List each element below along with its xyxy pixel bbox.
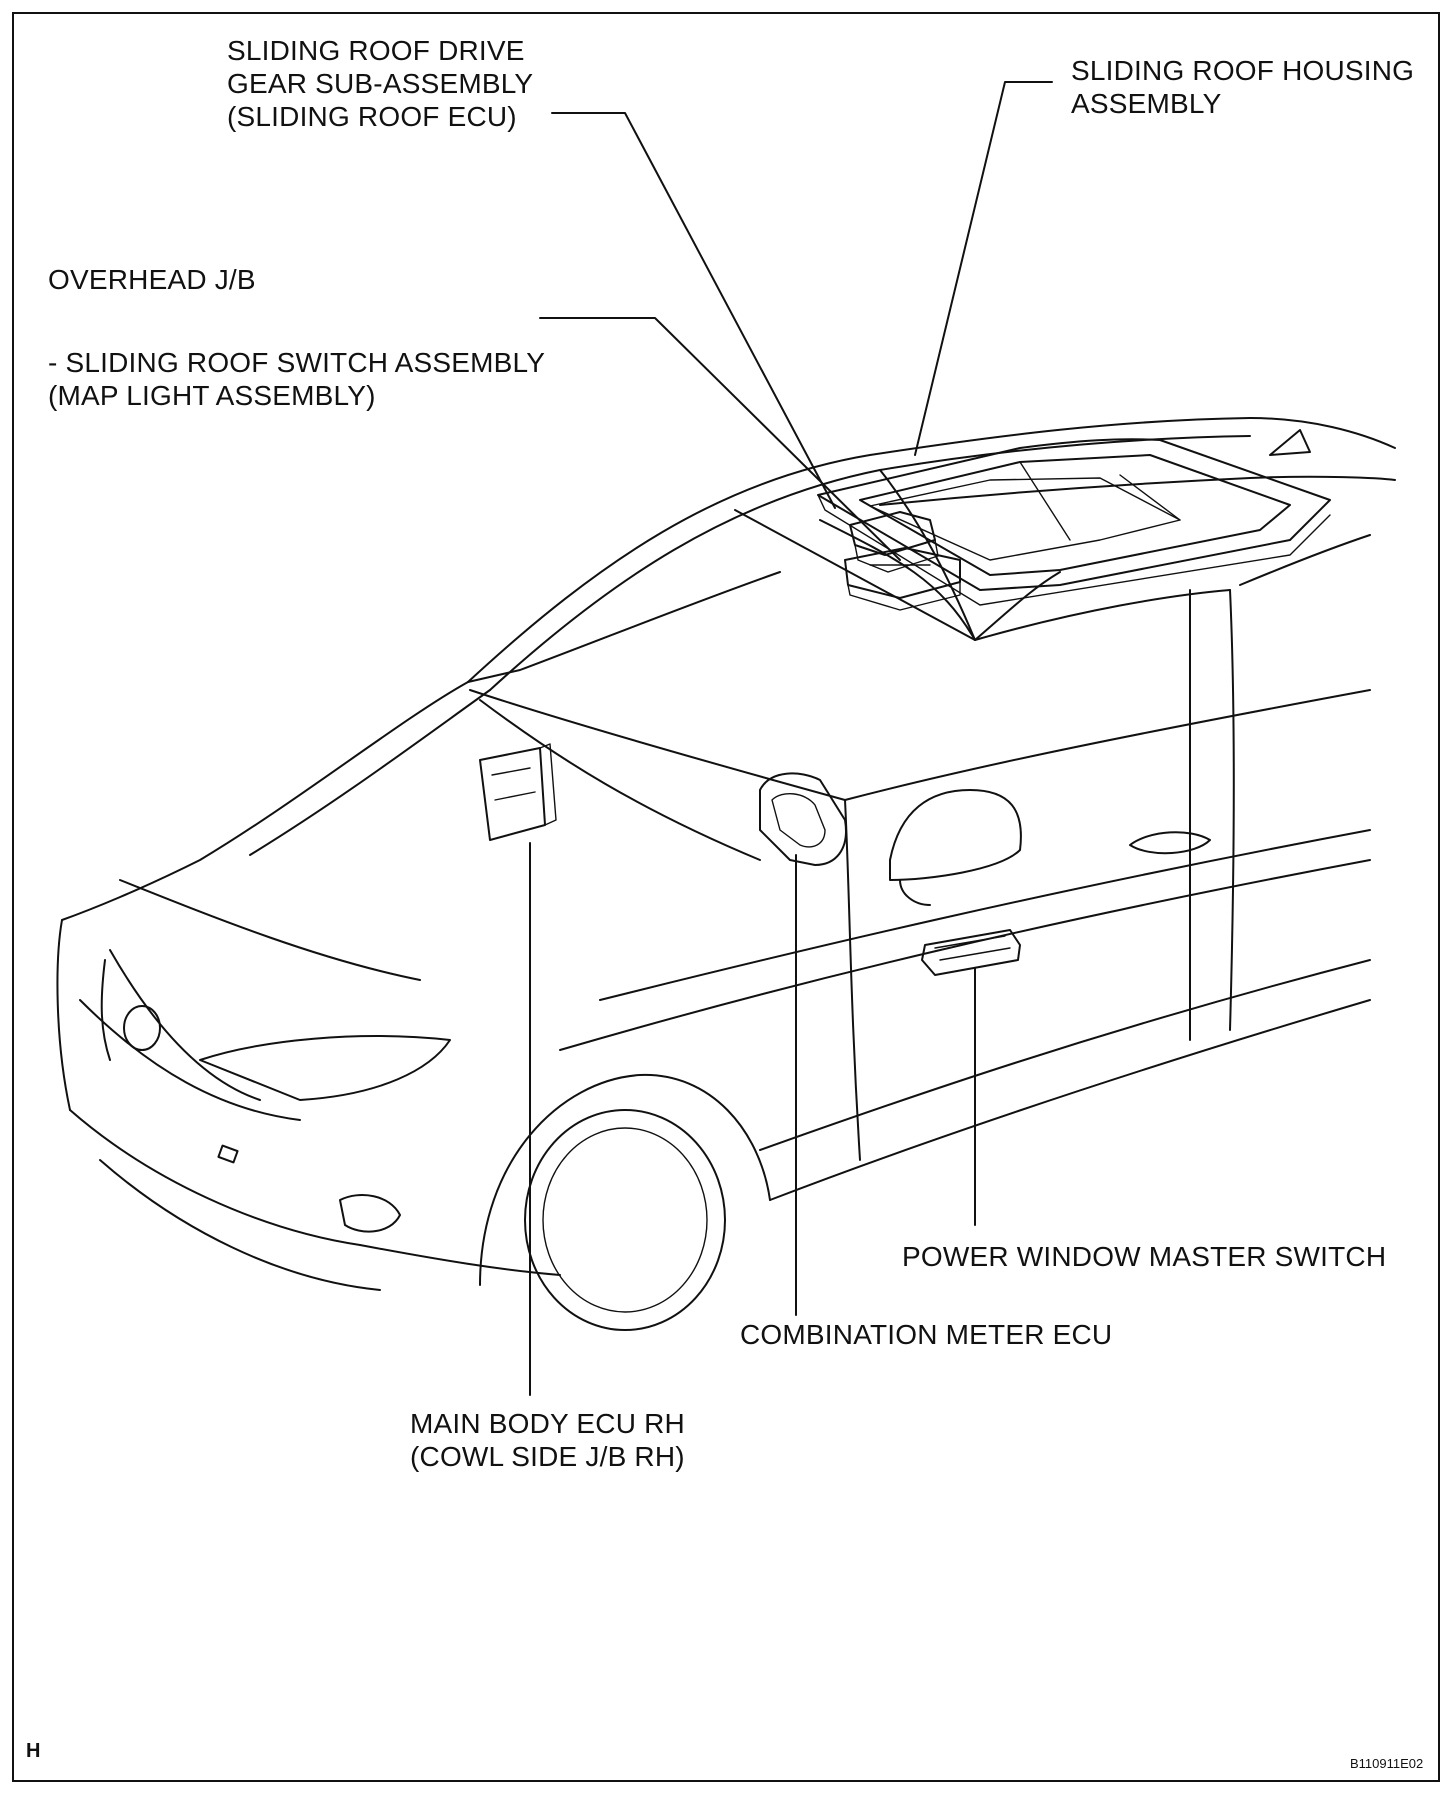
- label-main-body-ecu: MAIN BODY ECU RH (COWL SIDE J/B RH): [410, 1407, 685, 1473]
- label-sliding-roof-housing: SLIDING ROOF HOUSING ASSEMBLY: [1071, 54, 1414, 120]
- label-sliding-roof-switch: - SLIDING ROOF SWITCH ASSEMBLY (MAP LIGH…: [48, 346, 545, 412]
- sliding-roof-drive-gear-drawing: [849, 511, 939, 573]
- label-overhead-jb: OVERHEAD J/B: [48, 263, 256, 296]
- label-sliding-roof-drive-gear: SLIDING ROOF DRIVE GEAR SUB-ASSEMBLY (SL…: [227, 34, 533, 133]
- leader-lines: [529, 81, 1053, 1396]
- callout-line: (MAP LIGHT ASSEMBLY): [48, 380, 376, 411]
- callout-line: ASSEMBLY: [1071, 88, 1222, 119]
- main-body-ecu-drawing: [479, 743, 557, 841]
- callout-line: - SLIDING ROOF SWITCH ASSEMBLY: [48, 347, 546, 378]
- figure-id: B110911E02: [1350, 1756, 1424, 1771]
- car-body-outline: [56, 417, 1396, 1331]
- callout-line: GEAR SUB-ASSEMBLY: [227, 68, 534, 99]
- callout-line: SLIDING ROOF HOUSING: [1071, 55, 1415, 86]
- callout-line: OVERHEAD J/B: [48, 264, 256, 295]
- sliding-roof-switch-drawing: [844, 547, 961, 611]
- sliding-roof-housing-drawing: [817, 438, 1331, 606]
- label-power-window-master-switch: POWER WINDOW MASTER SWITCH: [902, 1240, 1386, 1273]
- diagram-frame: [12, 12, 1440, 1782]
- corner-mark: H: [26, 1740, 41, 1762]
- label-combination-meter-ecu: COMBINATION METER ECU: [740, 1318, 1112, 1351]
- power-window-switch-drawing: [921, 929, 1021, 976]
- callout-line: SLIDING ROOF DRIVE: [227, 35, 525, 66]
- callout-line: COMBINATION METER ECU: [740, 1319, 1113, 1350]
- combination-meter-drawing: [759, 772, 847, 866]
- callout-line: (SLIDING ROOF ECU): [227, 101, 517, 132]
- callout-line: (COWL SIDE J/B RH): [410, 1441, 685, 1472]
- callout-line: MAIN BODY ECU RH: [410, 1408, 685, 1439]
- callout-line: POWER WINDOW MASTER SWITCH: [902, 1241, 1387, 1272]
